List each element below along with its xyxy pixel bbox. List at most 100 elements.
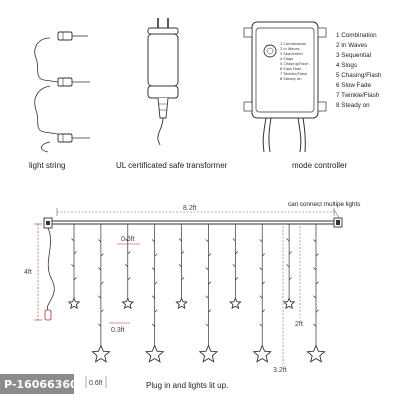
string-bulb-icon bbox=[127, 277, 131, 281]
controller-mode-8: 8 Steady on bbox=[280, 77, 302, 81]
watermark-text: P-16066360 bbox=[4, 378, 78, 391]
string-bulb-icon bbox=[178, 264, 182, 268]
string-bulb-icon bbox=[154, 309, 158, 313]
string-bulb-icon bbox=[178, 238, 182, 242]
string-bulb-icon bbox=[259, 323, 263, 327]
drop-height-label: 4ft bbox=[24, 269, 32, 276]
string-spacing-label: 0.6ft bbox=[121, 236, 135, 243]
controller-mode-5: 5 Chasing/Flash bbox=[280, 62, 308, 66]
string-bulb-icon bbox=[154, 253, 158, 257]
string-bulb-icon bbox=[100, 253, 104, 257]
star-light-icon bbox=[67, 297, 81, 310]
bulb-icon bbox=[57, 77, 73, 87]
width-label: 8.2ft bbox=[183, 205, 197, 212]
controller-mode-7: 7 Twinkle/Flash bbox=[280, 72, 307, 76]
drop-height-dimension bbox=[34, 223, 42, 321]
star-light-icon bbox=[282, 297, 296, 310]
string-bulb-icon bbox=[205, 295, 209, 299]
string-bulb-icon bbox=[151, 267, 155, 271]
star-light-icon bbox=[144, 344, 165, 363]
string-bulb-icon bbox=[288, 277, 292, 281]
string-bulb-icon bbox=[71, 238, 75, 242]
controller-mode-2: 2 In Waves bbox=[280, 47, 300, 51]
string-bulb-icon bbox=[313, 295, 317, 299]
string-bulb-icon bbox=[235, 277, 239, 281]
light-string-illustration bbox=[34, 35, 90, 153]
string-bulb-icon bbox=[205, 323, 209, 327]
caption-light-string: light string bbox=[29, 161, 65, 170]
long-drop-label: 3.2ft bbox=[273, 367, 287, 374]
main-wire bbox=[50, 220, 336, 225]
string-bulb-icon bbox=[232, 264, 236, 268]
string-bulb-icon bbox=[286, 264, 290, 268]
transformer-icon bbox=[147, 18, 179, 146]
star-light-icon bbox=[306, 344, 326, 363]
power-cord bbox=[44, 227, 55, 321]
bulb-icon bbox=[57, 31, 73, 41]
caption-transformer: UL certificated safe transformer bbox=[116, 161, 228, 170]
star-light-icon bbox=[198, 344, 219, 363]
string-bulb-icon bbox=[208, 309, 212, 313]
string-bulb-icon bbox=[235, 251, 239, 255]
string-bulb-icon bbox=[181, 277, 185, 281]
controller-mode-6: 6 Slow Fade bbox=[280, 67, 302, 71]
star-light-icon bbox=[175, 297, 188, 310]
curtain-strings bbox=[67, 224, 326, 363]
string-bulb-icon bbox=[205, 267, 209, 271]
mode-5: 5 Chasing/Flash bbox=[336, 72, 382, 79]
controller-mode-4: 4 Slogs bbox=[280, 57, 293, 61]
connect-note: can connect multipe lights bbox=[288, 201, 360, 208]
star-light-icon bbox=[121, 297, 135, 310]
string-bulb-icon bbox=[71, 264, 75, 268]
mode-3: 3 Sequential bbox=[336, 52, 371, 59]
mode-7: 7 Twinkle/Flash bbox=[336, 92, 380, 99]
string-bulb-icon bbox=[151, 295, 155, 299]
star-light-icon bbox=[228, 297, 242, 310]
string-bulb-icon bbox=[181, 251, 185, 255]
string-bulb-icon bbox=[261, 281, 265, 285]
star-light-icon bbox=[252, 344, 272, 363]
string-bulb-icon bbox=[125, 238, 129, 242]
mode-8: 8 Steady on bbox=[336, 102, 370, 109]
mode-6: 6 Slow Fade bbox=[336, 82, 371, 89]
string-bulb-icon bbox=[315, 281, 319, 285]
star-spacing-label: 0.3ft bbox=[111, 327, 125, 334]
string-bulb-icon bbox=[73, 251, 77, 255]
short-drop-label: 2ft bbox=[295, 321, 303, 328]
string-bulb-icon bbox=[315, 309, 319, 313]
caption-controller: mode controller bbox=[292, 161, 347, 170]
string-bulb-icon bbox=[313, 267, 317, 271]
string-bulb-icon bbox=[73, 277, 77, 281]
string-bulb-icon bbox=[259, 267, 263, 271]
string-bulb-icon bbox=[154, 281, 158, 285]
string-bulb-icon bbox=[313, 239, 317, 243]
string-bulb-icon bbox=[98, 239, 102, 243]
plug-connector-icon bbox=[43, 217, 53, 229]
string-bulb-icon bbox=[261, 309, 265, 313]
mode-1: 1 Combination bbox=[336, 32, 377, 39]
string-bulb-icon bbox=[98, 267, 102, 271]
controller-mode-list: 1 Combination 2 In Waves 3 Sequential 4 … bbox=[280, 42, 308, 81]
width-dimension bbox=[56, 208, 335, 216]
string-bulb-icon bbox=[151, 323, 155, 327]
string-bulb-icon bbox=[205, 239, 209, 243]
watermark: P-16066360 bbox=[0, 374, 78, 394]
string-bulb-icon bbox=[313, 323, 317, 327]
string-bulb-icon bbox=[125, 264, 129, 268]
string-bulb-icon bbox=[261, 253, 265, 257]
string-bulb-icon bbox=[259, 239, 263, 243]
string-bulb-icon bbox=[208, 281, 212, 285]
controller-mode-3: 3 Sequential bbox=[280, 52, 303, 56]
mode-controller-icon bbox=[243, 21, 327, 153]
string-bulb-icon bbox=[288, 251, 292, 255]
string-bulb-icon bbox=[151, 239, 155, 243]
bottom-spacing-dimension bbox=[85, 376, 107, 388]
mode-list: 1 Combination 2 In Waves 3 Sequential 4 … bbox=[336, 32, 382, 109]
bulb-icon bbox=[57, 133, 73, 143]
string-bulb-icon bbox=[232, 238, 236, 242]
string-bulb-icon bbox=[259, 295, 263, 299]
string-bulb-icon bbox=[100, 309, 104, 313]
string-bulb-icon bbox=[315, 253, 319, 257]
bottom-spacing-label: 0.6ft bbox=[89, 380, 103, 387]
